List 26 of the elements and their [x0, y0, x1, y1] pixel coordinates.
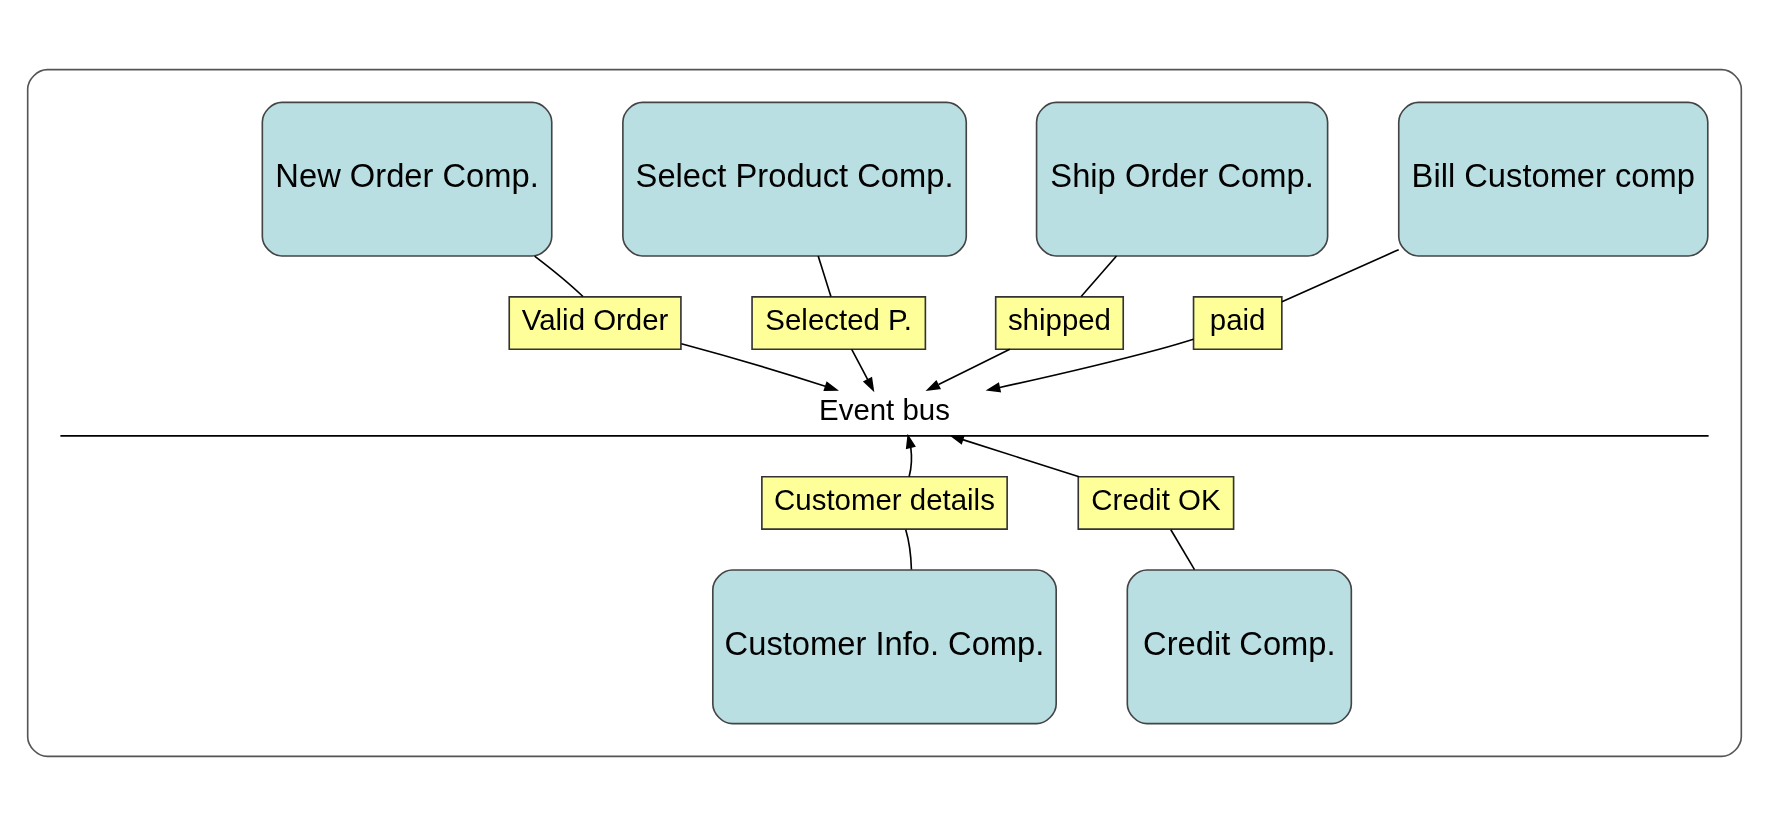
node-text: Event bus: [819, 392, 950, 426]
connector: [1080, 254, 1118, 297]
node-box: New Order Comp.: [261, 101, 553, 257]
connector: [904, 528, 913, 570]
arrow: [850, 348, 875, 392]
node-box: Customer details: [761, 475, 1008, 530]
node-box: Ship Order Comp.: [1035, 101, 1329, 257]
arrow: [985, 337, 1195, 392]
node-box: Valid Order: [508, 295, 682, 350]
connector: [1170, 528, 1196, 570]
node-box: Selected P.: [751, 295, 927, 350]
connector: [1281, 248, 1400, 302]
node-box: Credit Comp.: [1126, 568, 1353, 724]
node-box: Bill Customer comp: [1397, 101, 1709, 257]
node-box: paid: [1192, 295, 1283, 350]
node-box: shipped: [994, 295, 1125, 350]
arrow: [925, 348, 1011, 391]
node-box: Credit OK: [1077, 475, 1235, 530]
node-box: Customer Info. Comp.: [712, 568, 1057, 724]
cluster: [26, 68, 1743, 757]
connector: [817, 254, 832, 297]
node-box: Select Product Comp.: [622, 101, 968, 257]
arrow: [949, 434, 1080, 478]
arrow: [905, 433, 916, 477]
connector: [533, 254, 584, 297]
arrow: [680, 342, 839, 391]
